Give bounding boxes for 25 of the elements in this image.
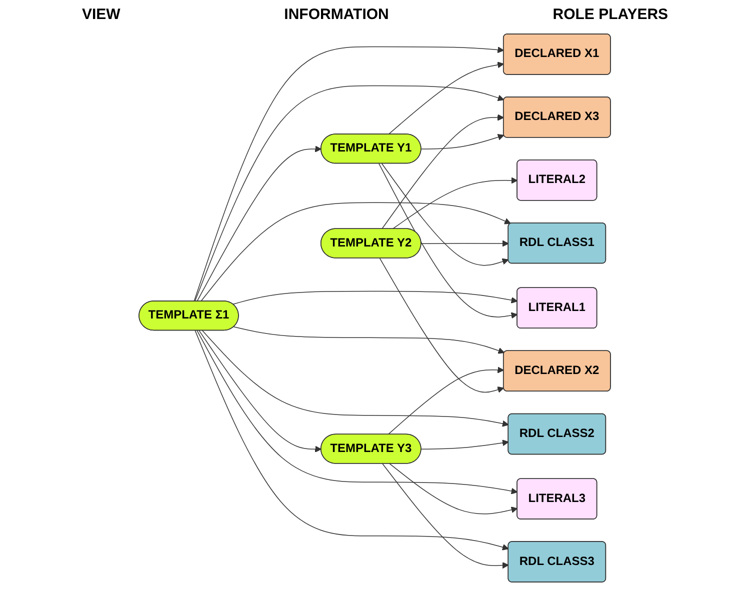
column-heading: VIEW xyxy=(82,6,120,22)
arrow xyxy=(388,62,504,135)
arrow xyxy=(382,114,504,230)
arrow xyxy=(421,240,510,247)
arrow xyxy=(200,202,512,302)
arrow xyxy=(194,85,504,302)
arrow xyxy=(196,146,322,302)
arrow xyxy=(234,326,505,354)
arrow xyxy=(194,46,504,302)
arrow xyxy=(232,290,518,305)
arrow xyxy=(202,330,510,427)
arrow xyxy=(195,330,510,550)
arrow xyxy=(380,258,504,393)
column-heading: INFORMATION xyxy=(284,6,389,22)
arrow xyxy=(198,330,322,452)
arrow xyxy=(382,163,510,266)
arrow xyxy=(421,440,510,450)
arrow xyxy=(392,177,518,230)
arrow xyxy=(382,463,510,569)
column-heading: ROLE PLAYERS xyxy=(552,6,668,22)
arrow xyxy=(196,330,518,494)
arrow xyxy=(388,366,504,435)
arrow xyxy=(390,463,518,514)
arrow xyxy=(378,163,518,319)
arrow xyxy=(421,134,504,150)
